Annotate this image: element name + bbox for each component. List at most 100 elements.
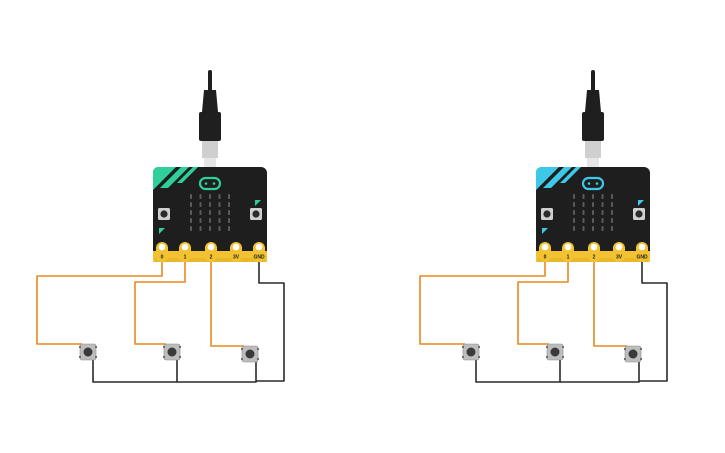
board-accent-stripes: [536, 167, 581, 190]
board-led: [592, 226, 594, 231]
board-led: [218, 210, 221, 215]
wire-pin1: [134, 248, 186, 345]
board-led: [582, 202, 585, 207]
board-led: [611, 202, 613, 207]
pushbutton-icon[interactable]: [79, 343, 97, 361]
pin-pad-3v[interactable]: 3V: [613, 242, 625, 262]
board-usb-port: [204, 158, 216, 168]
pin-pad-0[interactable]: 0: [539, 242, 551, 262]
board-button-b[interactable]: [633, 208, 645, 220]
pushbutton-leg: [546, 356, 548, 358]
board-led: [199, 194, 202, 199]
pushbutton-leg: [79, 346, 81, 348]
accent-stripe-2: [543, 167, 572, 188]
board-led: [209, 226, 211, 231]
pushbutton-leg: [179, 356, 181, 358]
board-button-b[interactable]: [250, 208, 262, 220]
board-led: [611, 226, 613, 231]
board-led: [582, 210, 585, 215]
board-led: [592, 210, 594, 215]
cable-plug-metal: [202, 141, 218, 158]
pin-pad-hole: [590, 243, 598, 251]
pushbutton-icon[interactable]: [163, 343, 181, 361]
board-logo-eye-right: [212, 182, 216, 185]
pushbutton-icon[interactable]: [462, 343, 480, 361]
accent-stripe-3: [177, 167, 198, 183]
pushbutton-cap: [167, 347, 177, 357]
cable-plug-metal: [585, 141, 601, 158]
board-logo-eye-left: [587, 182, 591, 185]
board-accent-stripes: [153, 167, 198, 190]
pin-label: 0: [161, 255, 164, 261]
pushbutton-icon[interactable]: [624, 345, 642, 363]
board-led: [582, 194, 585, 199]
board-led: [601, 202, 604, 207]
board-button-a[interactable]: [541, 208, 553, 220]
pin-pad-1[interactable]: 1: [562, 242, 574, 262]
board-led: [611, 194, 613, 199]
pin-pad-hole: [541, 243, 549, 251]
pushbutton-leg: [241, 348, 243, 350]
wires: [419, 248, 668, 383]
pushbutton-leg: [257, 358, 259, 360]
pushbutton-cap: [550, 347, 560, 357]
wire-gnd-btn2-btn3: [177, 362, 257, 383]
pin-pad-3v[interactable]: 3V: [230, 242, 242, 262]
board-led: [228, 226, 230, 231]
pin-pad-gnd[interactable]: GND: [636, 242, 648, 262]
pin-label: 2: [593, 255, 596, 261]
pushbutton-leg: [624, 358, 626, 360]
pushbutton-leg: [462, 356, 464, 358]
pushbutton-icon[interactable]: [241, 345, 259, 363]
wires: [36, 248, 285, 383]
board-led: [199, 202, 202, 207]
board-led: [209, 210, 211, 215]
pin-pad-gnd[interactable]: GND: [253, 242, 265, 262]
pushbutton-cap: [245, 349, 255, 359]
accent-stripe-1: [153, 167, 176, 190]
pin-pad-2[interactable]: 2: [588, 242, 600, 262]
board-logo-eye-left: [204, 182, 208, 185]
board-led: [601, 226, 604, 231]
board-led: [228, 202, 230, 207]
cable-strain-relief: [585, 90, 601, 112]
board-led: [218, 218, 221, 223]
wire-gnd-btn1-btn2: [475, 360, 561, 383]
pin-pad-2[interactable]: 2: [205, 242, 217, 262]
pushbutton-leg: [640, 348, 642, 350]
pushbutton-leg: [562, 356, 564, 358]
circuit-right[interactable]: 0 1 2 3V GND: [419, 70, 668, 383]
pin-pad-hole: [232, 243, 240, 251]
pin-label: 1: [567, 255, 570, 261]
board-led: [228, 194, 230, 199]
board-led: [190, 194, 192, 199]
pin-pad-0[interactable]: 0: [156, 242, 168, 262]
pushbutton-leg: [257, 348, 259, 350]
board-led: [209, 202, 211, 207]
board-led: [573, 194, 575, 199]
pin-pad-1[interactable]: 1: [179, 242, 191, 262]
board-button-a[interactable]: [158, 208, 170, 220]
pin-pad-hole: [615, 243, 623, 251]
board-led: [190, 226, 192, 231]
microbit-board-icon[interactable]: 0 1 2 3V GND: [536, 167, 650, 262]
wire-pin2: [210, 248, 244, 347]
cable-strain-relief: [202, 90, 218, 112]
pushbutton-leg: [179, 346, 181, 348]
accent-stripe-3: [560, 167, 581, 183]
accent-marker-right: [638, 200, 644, 206]
pin-pad-hole: [638, 243, 646, 251]
pushbutton-leg: [163, 356, 165, 358]
board-led: [592, 218, 594, 223]
board-led: [209, 218, 211, 223]
board-led: [190, 202, 192, 207]
board-button-b-cap: [252, 210, 260, 218]
board-led: [592, 202, 594, 207]
pushbutton-icon[interactable]: [546, 343, 564, 361]
board-led: [601, 194, 604, 199]
pushbutton-leg: [478, 356, 480, 358]
pushbutton-leg: [562, 346, 564, 348]
